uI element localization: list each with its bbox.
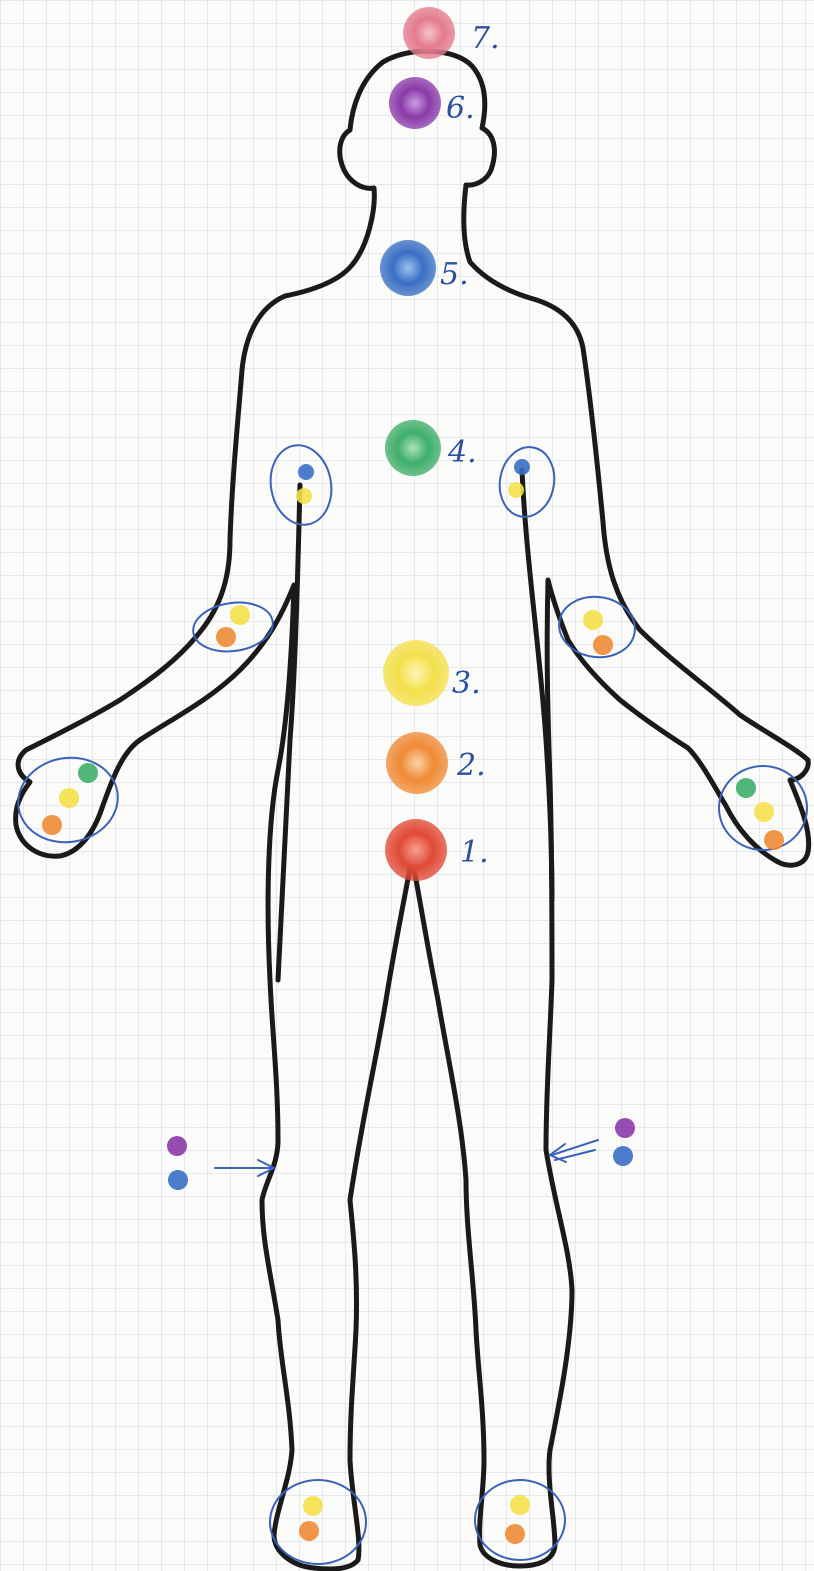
left-knee-purple-dot bbox=[167, 1136, 187, 1156]
chakra-7-circle bbox=[403, 7, 455, 59]
left-hand-green-dot bbox=[78, 763, 98, 783]
left-elbow-orange-dot bbox=[216, 627, 236, 647]
right-hand-orange-dot bbox=[764, 830, 784, 850]
right-feet-yellow-dot bbox=[510, 1495, 530, 1515]
chakra-5-label: 5. bbox=[440, 257, 469, 292]
chakra-2-circle bbox=[386, 732, 448, 794]
chakra-1-label: 1. bbox=[460, 835, 489, 870]
chakra-3-circle bbox=[383, 640, 449, 706]
chakra-6-label: 6. bbox=[446, 91, 475, 126]
left-armpit-yellow-dot bbox=[296, 488, 312, 504]
chakra-6-circle bbox=[389, 77, 441, 129]
right-feet-orange-dot bbox=[505, 1524, 525, 1544]
right-elbow-orange-dot bbox=[593, 635, 613, 655]
left-armpit-blue-dot bbox=[298, 464, 314, 480]
chakra-5-circle bbox=[380, 240, 436, 296]
left-feet-orange-dot bbox=[299, 1521, 319, 1541]
chakra-4-label: 4. bbox=[447, 435, 477, 470]
right-hand-yellow-dot bbox=[754, 802, 774, 822]
chakra-2-label: 2. bbox=[456, 748, 486, 783]
right-knee-blue-dot bbox=[613, 1146, 633, 1166]
left-hand-orange-dot bbox=[42, 815, 62, 835]
right-armpit-blue-dot bbox=[514, 459, 530, 475]
chakra-3-label: 3. bbox=[452, 666, 481, 701]
left-hand-yellow-dot bbox=[59, 788, 79, 808]
left-elbow-yellow-dot bbox=[230, 605, 250, 625]
left-feet-yellow-dot bbox=[303, 1496, 323, 1516]
right-hand-green-dot bbox=[736, 778, 756, 798]
right-elbow-yellow-dot bbox=[583, 610, 603, 630]
chakra-7-label: 7. bbox=[471, 21, 500, 56]
left-knee-blue-dot bbox=[168, 1170, 188, 1190]
chakra-1-circle bbox=[385, 819, 447, 881]
right-knee-purple-dot bbox=[615, 1118, 635, 1138]
right-armpit-yellow-dot bbox=[508, 482, 524, 498]
chakra-4-circle bbox=[385, 420, 441, 476]
